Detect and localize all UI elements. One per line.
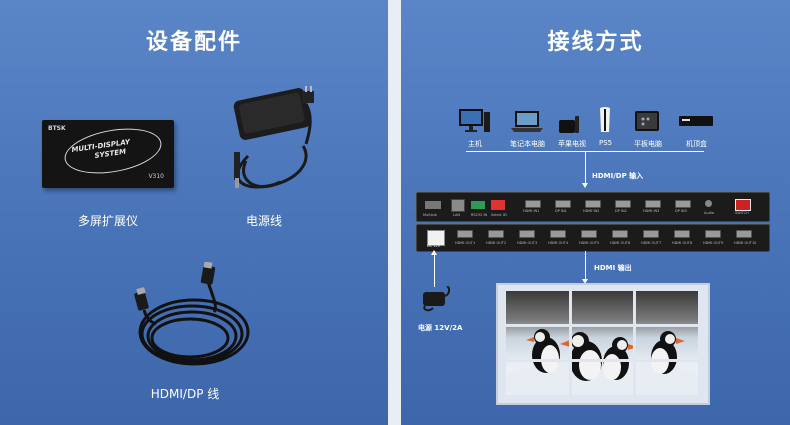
hdmi-out-label: HDMI OUT3 [517, 241, 538, 245]
audio-port [705, 200, 712, 207]
rs232-port [471, 201, 485, 209]
hdmi-in3-port [645, 200, 661, 208]
hdmi-out-port [519, 230, 535, 238]
tablet-icon [635, 111, 659, 131]
source-label-laptop: 笔记本电脑 [510, 140, 545, 148]
source-label-tablet: 平板电脑 [634, 140, 662, 148]
hdmi-out-port [674, 230, 690, 238]
source-label-settopbox: 机顶盒 [686, 140, 707, 148]
panel-divider [388, 0, 401, 425]
hdmi-cable-image [134, 262, 250, 366]
wall-grid-v2 [633, 291, 636, 395]
label-hdmi-in2: HDMI IN2 [583, 209, 600, 213]
input-arrow-line [585, 151, 586, 185]
chassis-input-panel: Multiple LAN RS232 IN Select ID HDMI IN1… [416, 192, 770, 222]
video-wall-image [496, 283, 710, 405]
desktop-icon [459, 109, 490, 132]
label-select-id: Select ID [491, 213, 507, 217]
power-cable-caption: 电源线 [245, 214, 282, 228]
power-switch[interactable] [735, 199, 751, 211]
wall-grid-v1 [569, 291, 572, 395]
laptop-icon [511, 111, 543, 132]
hdmi-out-port [705, 230, 721, 238]
label-hdmi-in3: HDMI IN3 [643, 209, 660, 213]
dp-in2-port [615, 200, 631, 208]
hdmi-out-port [612, 230, 628, 238]
label-dp-in1: DP IN1 [555, 209, 567, 213]
device-caption: 多屏扩展仪 [77, 214, 138, 228]
dp-in3-port [675, 200, 691, 208]
hdmi-out-port [488, 230, 504, 238]
puffins-image [506, 329, 698, 395]
label-switch: SWITCH [735, 211, 749, 215]
device-logo: BTSK [48, 125, 66, 132]
label-dp-in3: DP IN3 [675, 209, 687, 213]
hdmi-out-label: HDMI OUT8 [672, 241, 693, 245]
source-label-appletv: 苹果电视 [558, 140, 586, 148]
label-hdmi-in1: HDMI IN1 [523, 209, 540, 213]
hdmi-out-port [457, 230, 473, 238]
wall-grid-h1 [506, 324, 698, 327]
hdmi-out-port [581, 230, 597, 238]
label-dc-power: DC 12V [427, 244, 441, 248]
hdmi-out-port [736, 230, 752, 238]
hdmi-out-label: HDMI OUT4 [548, 241, 569, 245]
input-arrow-head [582, 183, 588, 188]
device-model: V310 [148, 173, 164, 180]
hdmi-out-port [550, 230, 566, 238]
power-line [434, 251, 435, 287]
multiple-port [425, 201, 441, 209]
source-label-ps5: PS5 [599, 139, 613, 147]
hdmi-out-port [643, 230, 659, 238]
label-dp-in2: DP IN2 [615, 209, 627, 213]
power-adapter-icon [423, 286, 451, 312]
dp-in1-port [555, 200, 571, 208]
ps5-icon [600, 107, 610, 132]
output-label: HDMI 输出 [594, 264, 632, 272]
output-arrow-line [585, 251, 586, 281]
label-audio: Audio [704, 211, 714, 215]
dc-power-port [427, 230, 445, 246]
power-adapter-image [233, 86, 314, 189]
input-label: HDMI/DP 输入 [592, 172, 644, 180]
wall-grid-h2 [506, 359, 698, 362]
power-label: 电源 12V/2A [418, 324, 463, 332]
lan-port [451, 199, 465, 212]
chassis-output-panel: DC 12V HDMI OUT1 HDMI OUT2 HDMI OUT3 HDMI O… [416, 224, 770, 252]
hdmi-in1-port [525, 200, 541, 208]
hdmi-out-label: HDMI OUT1 [455, 241, 476, 245]
hdmi-out-label: HDMI OUT10 [734, 241, 757, 245]
connection-title: 接线方式 [547, 30, 644, 55]
power-arrow-head [431, 250, 437, 255]
source-label-host: 主机 [468, 140, 482, 148]
apple-tv-icon [559, 116, 579, 133]
output-arrow-head [582, 279, 588, 284]
hdmi-out-label: HDMI OUT7 [641, 241, 662, 245]
hdmi-cable-caption: HDMI/DP 线 [150, 387, 220, 401]
multi-display-device-image: BTSK MULTI-DISPLAY SYSTEM V310 [42, 120, 174, 188]
hdmi-out-label: HDMI OUT2 [486, 241, 507, 245]
set-top-box-icon [679, 116, 713, 126]
hdmi-out-label: HDMI OUT5 [579, 241, 600, 245]
puffin-right [651, 331, 685, 374]
hdmi-out-label: HDMI OUT6 [610, 241, 631, 245]
hdmi-out-label: HDMI OUT9 [703, 241, 724, 245]
accessories-title: 设备配件 [145, 30, 242, 55]
video-wall-screen [506, 291, 698, 395]
label-rs232: RS232 IN [471, 213, 488, 217]
label-lan: LAN [453, 213, 461, 217]
hdmi-in2-port [585, 200, 601, 208]
label-multiple: Multiple [423, 213, 437, 217]
select-id-switch[interactable] [491, 200, 505, 210]
accessories-panel: 设备配件 BTSK MULTI-DISPLAY SYSTEM V310 多屏扩展… [0, 0, 388, 425]
